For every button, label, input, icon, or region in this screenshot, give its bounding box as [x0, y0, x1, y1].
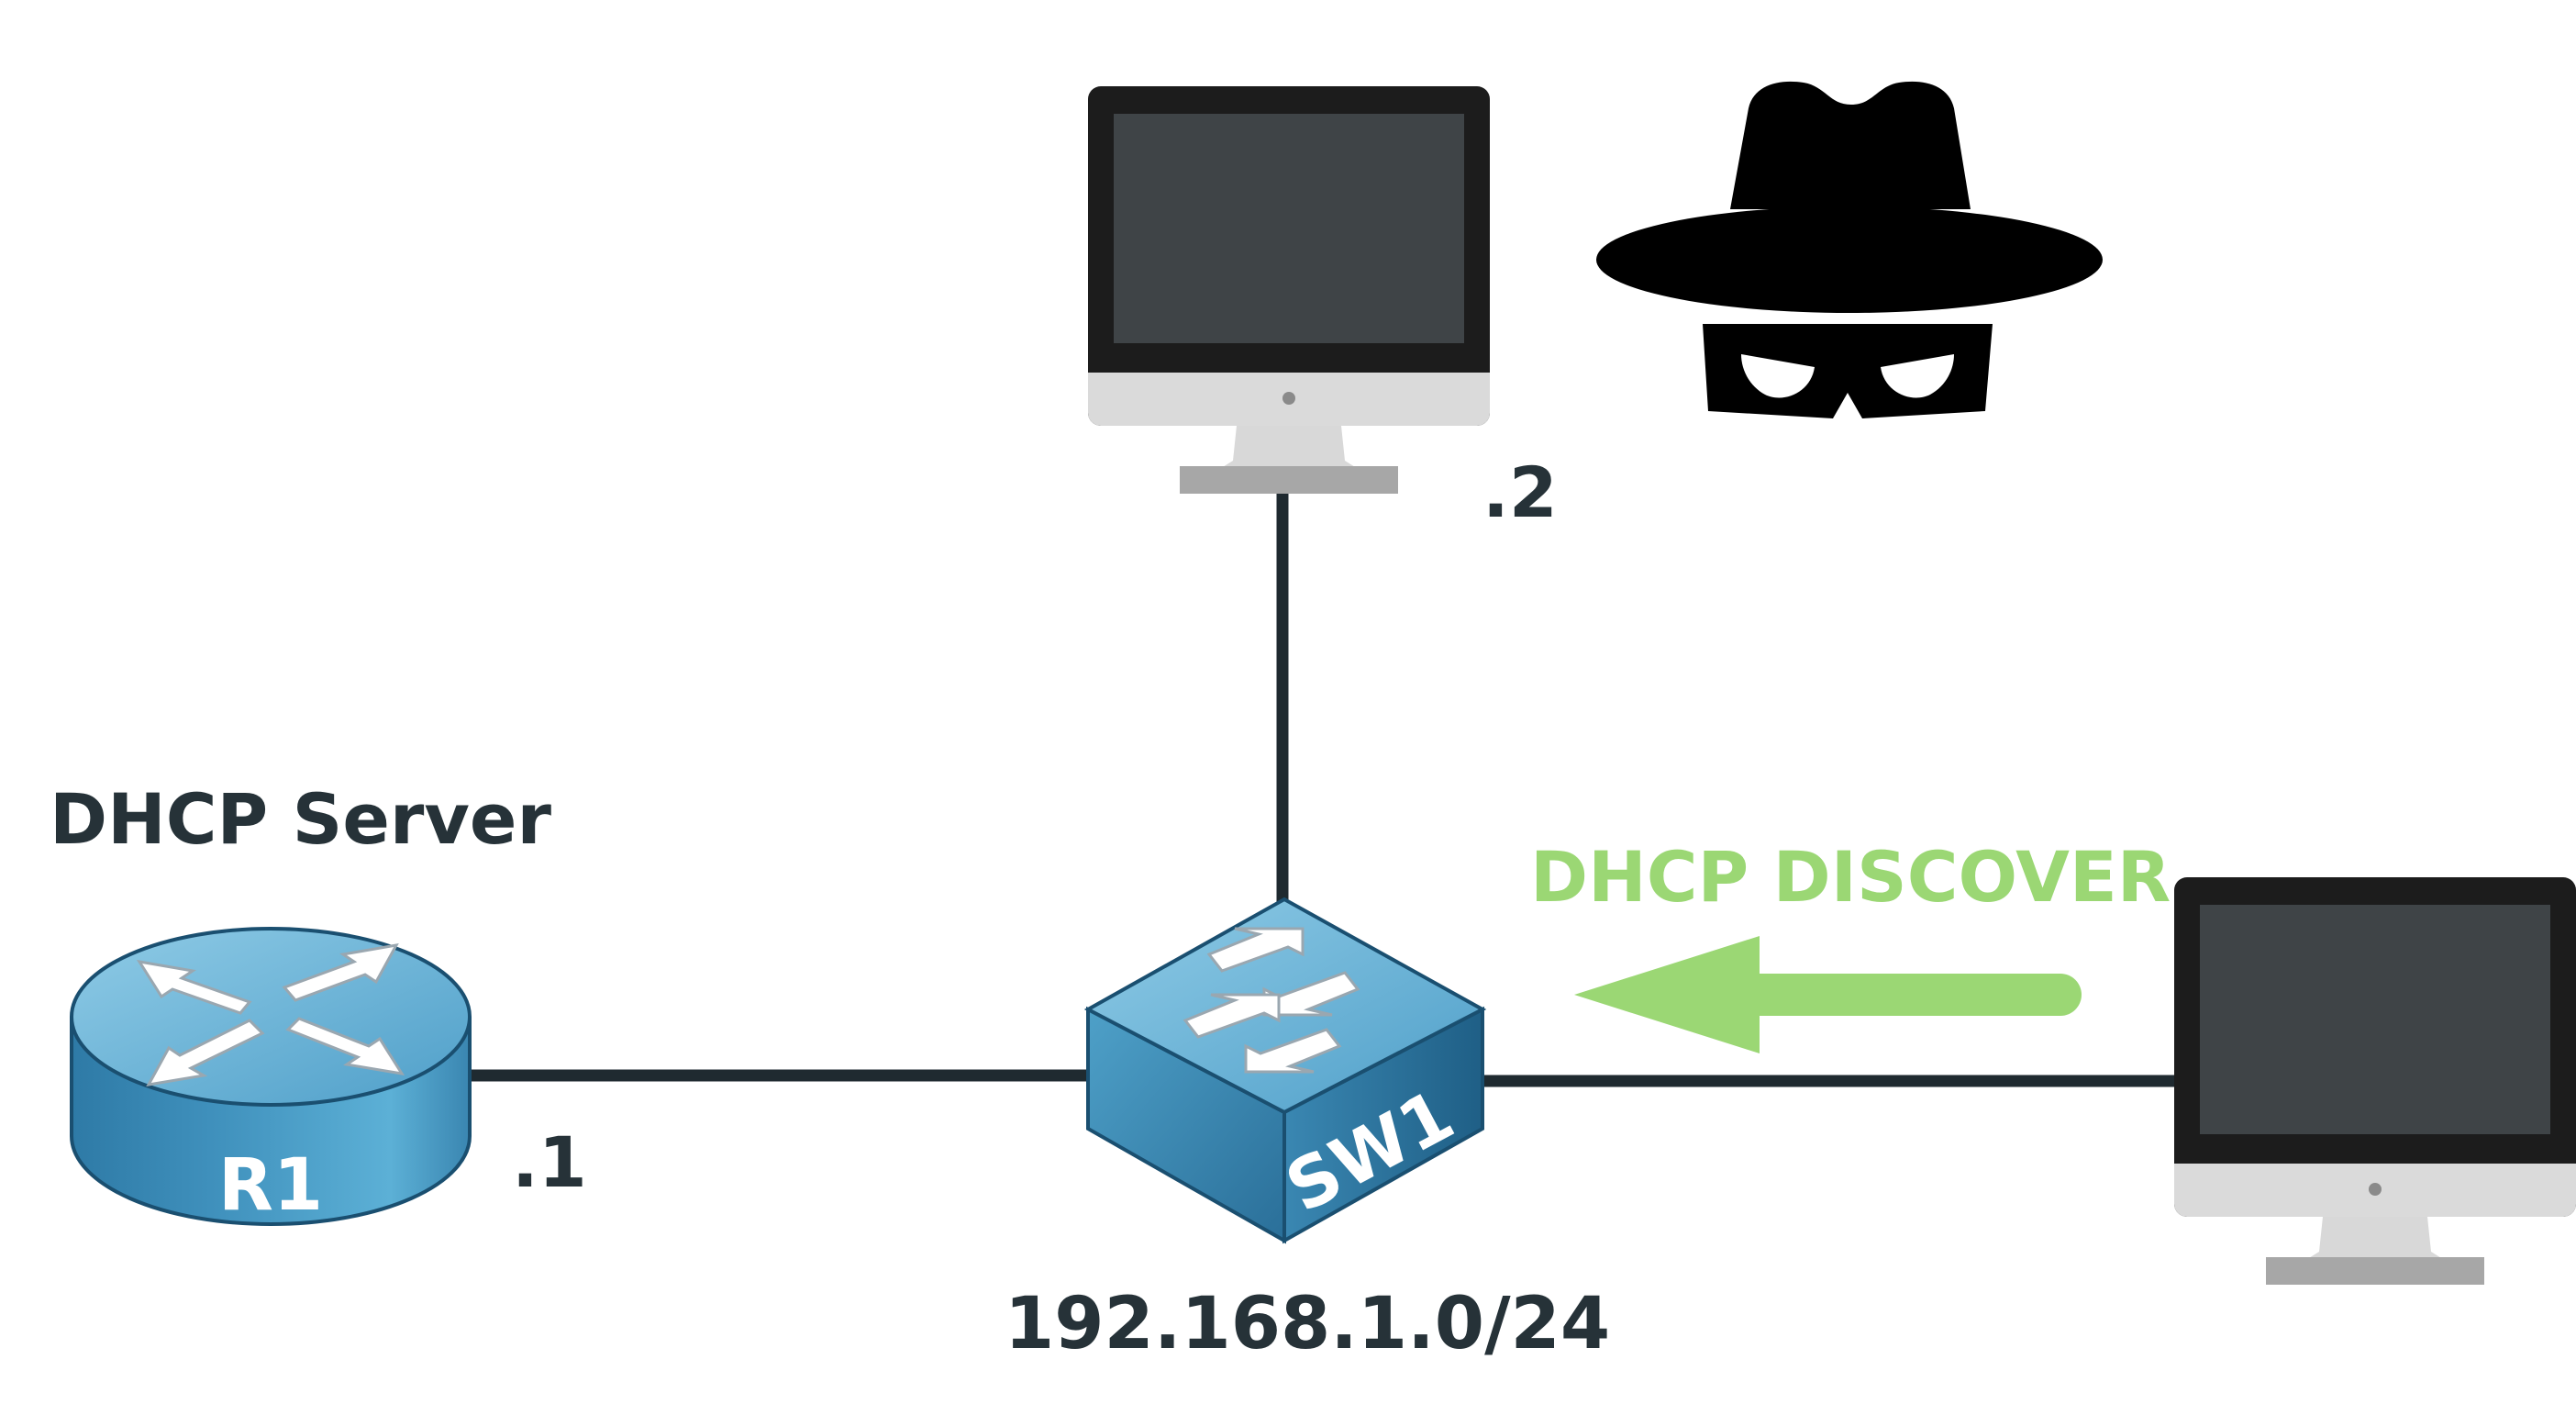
switch-arrows-icon [1183, 927, 1360, 1074]
network-links [468, 488, 2180, 1087]
desktop-computer-icon [2174, 877, 2576, 1285]
router-name: R1 [218, 1144, 323, 1227]
desktop-computer-icon [1088, 86, 1490, 494]
attacker-desktop[interactable] [1088, 86, 1490, 494]
subnet-label: 192.168.1.0/24 [1005, 1283, 1611, 1365]
dhcp-server-label: DHCP Server [50, 778, 551, 860]
router-ip-label: .1 [512, 1121, 587, 1203]
dhcp-discover-label: DHCP DISCOVER [1530, 836, 2171, 918]
router-r1[interactable]: R1 [70, 927, 472, 1227]
switch-sw1[interactable]: SW1 [1083, 897, 1487, 1244]
client-desktop[interactable] [2174, 877, 2576, 1285]
dhcp-discover-arrow [1574, 936, 2082, 1053]
host-ip-label: .2 [1482, 451, 1558, 533]
spy-icon [1596, 81, 2103, 418]
router-arrows-icon [136, 942, 405, 1086]
